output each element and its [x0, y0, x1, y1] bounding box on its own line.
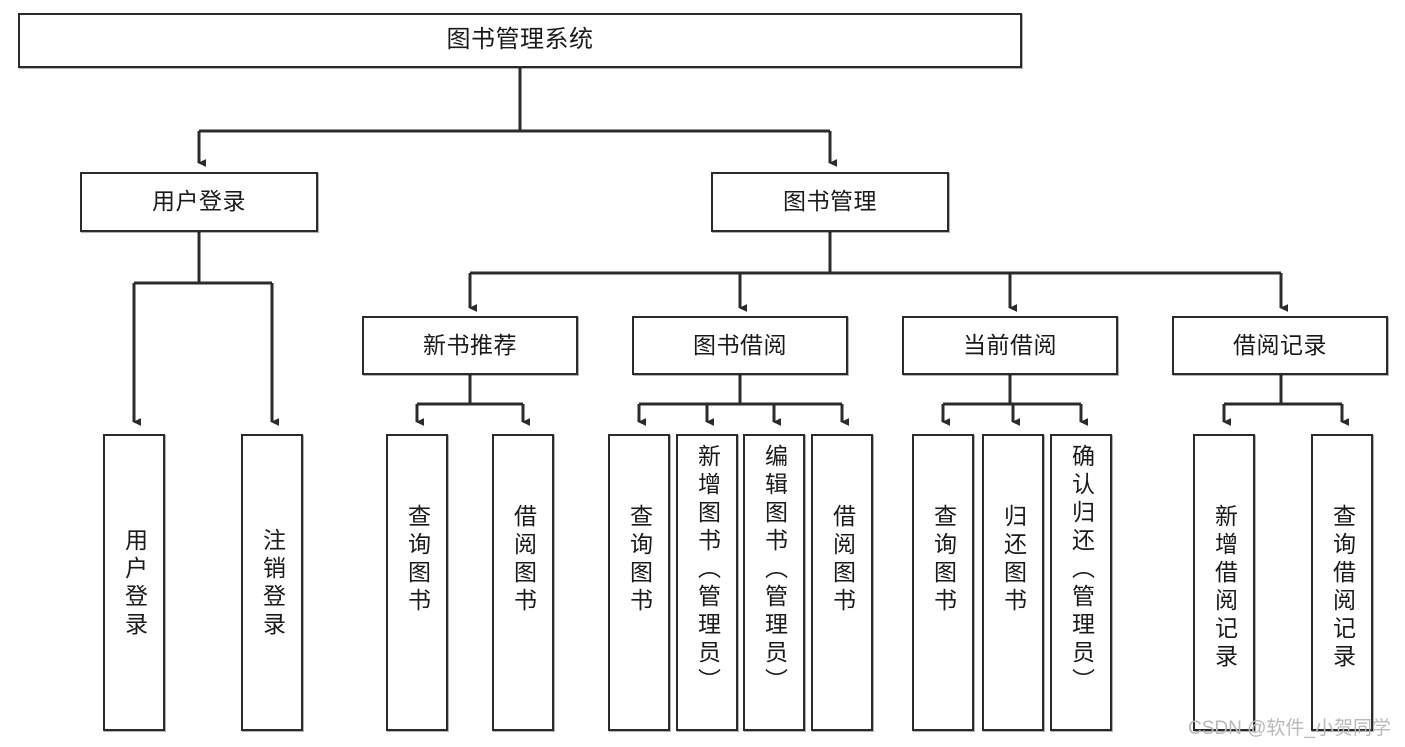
- node-user-login[interactable]: 用户登录: [80, 172, 318, 232]
- node-root-system[interactable]: 图书管理系统: [18, 13, 1022, 68]
- node-label: 新书推荐: [423, 331, 517, 358]
- node-label: 新增借阅记录: [1211, 504, 1238, 672]
- node-label: 查询图书: [930, 504, 957, 616]
- node-label: 当前借阅: [963, 331, 1057, 358]
- node-label: 查询图书: [626, 504, 653, 616]
- leaf-user-login[interactable]: 用户登录: [103, 434, 165, 731]
- node-label: 图书管理: [783, 188, 877, 215]
- node-borrow-record[interactable]: 借阅记录: [1172, 316, 1388, 375]
- node-label: 确认归还（管理员）: [1068, 444, 1095, 696]
- node-book-manage[interactable]: 图书管理: [711, 172, 949, 232]
- leaf-logout-login[interactable]: 注销登录: [241, 434, 303, 731]
- leaf-borrow-book-1[interactable]: 借阅图书: [492, 434, 554, 731]
- node-label: 图书管理系统: [446, 26, 594, 54]
- leaf-return-book[interactable]: 归还图书: [982, 434, 1044, 731]
- node-label: 新增图书（管理员）: [694, 444, 721, 696]
- node-book-borrow[interactable]: 图书借阅: [632, 316, 848, 375]
- node-label: 用户登录: [121, 528, 148, 640]
- leaf-query-book-1[interactable]: 查询图书: [386, 434, 448, 731]
- node-label: 查询图书: [404, 504, 431, 616]
- node-label: 借阅记录: [1233, 331, 1327, 358]
- node-current-borrow[interactable]: 当前借阅: [902, 316, 1118, 375]
- leaf-confirm-return[interactable]: 确认归还（管理员）: [1050, 434, 1112, 731]
- node-label: 查询借阅记录: [1329, 504, 1356, 672]
- node-label: 归还图书: [1000, 504, 1027, 616]
- leaf-add-book[interactable]: 新增图书（管理员）: [676, 434, 738, 731]
- leaf-query-record[interactable]: 查询借阅记录: [1311, 434, 1373, 731]
- node-label: 借阅图书: [829, 504, 856, 616]
- leaf-query-book-2[interactable]: 查询图书: [608, 434, 670, 731]
- node-new-book-recommend[interactable]: 新书推荐: [362, 316, 578, 375]
- leaf-add-record[interactable]: 新增借阅记录: [1193, 434, 1255, 731]
- leaf-edit-book[interactable]: 编辑图书（管理员）: [743, 434, 805, 731]
- node-label: 图书借阅: [693, 331, 787, 358]
- node-label: 编辑图书（管理员）: [761, 444, 788, 696]
- leaf-borrow-book-2[interactable]: 借阅图书: [811, 434, 873, 731]
- node-label: 注销登录: [259, 528, 286, 640]
- node-label: 用户登录: [152, 188, 246, 215]
- csdn-watermark: CSDN @软件_小贺同学: [1188, 718, 1391, 739]
- leaf-query-book-3[interactable]: 查询图书: [912, 434, 974, 731]
- node-label: 借阅图书: [510, 504, 537, 616]
